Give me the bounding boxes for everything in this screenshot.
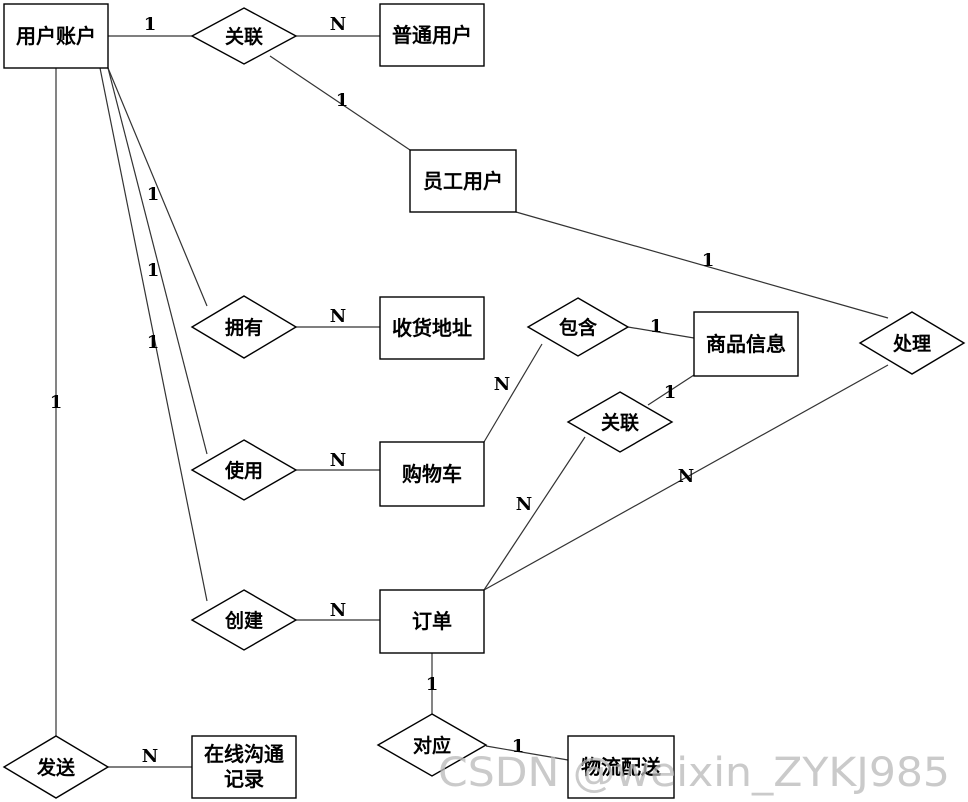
- edge-order-associate: [483, 436, 586, 591]
- relationship-associate-mid: 关联: [566, 391, 674, 453]
- card-order-associate: N: [516, 494, 532, 515]
- relationship-use-label: 使用: [224, 460, 263, 482]
- relationship-associate-top: 关联: [190, 7, 298, 65]
- entity-shipping-address: 收货地址: [379, 296, 485, 360]
- card-order-correspond: 1: [426, 674, 439, 695]
- relationship-send: 发送: [2, 735, 110, 799]
- entity-shipping-address-label: 收货地址: [392, 316, 472, 340]
- card-account-create: 1: [147, 332, 160, 353]
- relationship-associate-top-label: 关联: [225, 25, 263, 48]
- card-account-associate: 1: [144, 14, 157, 35]
- entity-order-label: 订单: [412, 609, 452, 633]
- edge-order-handle: [483, 364, 889, 591]
- edge-account-own: [107, 67, 208, 307]
- entity-regular-user-label: 普通用户: [392, 23, 472, 47]
- card-cart-contain: N: [494, 374, 510, 395]
- cardinality-labels: 1 N 1 1 1 1 1 1 N 1 N 1 N N N N 1 1 N: [50, 14, 715, 767]
- entity-cart: 购物车: [379, 441, 485, 507]
- relationship-send-label: 发送: [36, 756, 76, 779]
- connections: [55, 35, 889, 768]
- watermark-text: CSDN @weixin_ZYKJ985: [438, 750, 950, 796]
- relationship-associate-mid-label: 关联: [601, 411, 639, 434]
- relationship-own-label: 拥有: [225, 316, 263, 339]
- card-account-use: 1: [147, 260, 160, 281]
- card-contain-product: 1: [650, 316, 663, 337]
- card-staff-handle: 1: [702, 250, 715, 271]
- card-create-order: N: [330, 600, 346, 621]
- relationship-correspond: 对应: [376, 713, 488, 777]
- card-associate-regular: N: [330, 14, 346, 35]
- entity-regular-user: 普通用户: [379, 3, 485, 67]
- entity-staff-user-label: 员工用户: [423, 169, 503, 193]
- entity-logistics: 物流配送: [567, 735, 675, 799]
- relationship-handle-label: 处理: [892, 332, 931, 355]
- relationship-use: 使用: [190, 439, 298, 501]
- edge-staff-handle: [515, 211, 889, 319]
- card-own-address: N: [330, 306, 346, 327]
- edge-account-use: [107, 67, 208, 455]
- card-product-associate: 1: [664, 382, 677, 403]
- entity-user-account-label: 用户账户: [16, 24, 96, 48]
- relationship-create: 创建: [190, 589, 298, 651]
- edge-correspond-logistics: [485, 745, 569, 761]
- entity-product-info: 商品信息: [693, 311, 799, 377]
- relationship-create-label: 创建: [224, 609, 263, 632]
- relationship-handle: 处理: [858, 311, 966, 375]
- entity-chat-record-label-line1: 在线沟通: [204, 742, 284, 766]
- card-handle-order: N: [678, 466, 694, 487]
- entity-chat-record: 在线沟通 记录: [191, 735, 297, 799]
- relationship-contain: 包含: [526, 297, 630, 357]
- edge-account-create: [99, 67, 208, 602]
- entity-cart-label: 购物车: [402, 462, 462, 486]
- entity-staff-user: 员工用户: [409, 149, 517, 213]
- entity-order: 订单: [379, 589, 485, 654]
- edge-associate-product: [647, 374, 695, 406]
- entity-chat-record-label-line2: 记录: [224, 767, 264, 791]
- relationship-correspond-label: 对应: [413, 734, 451, 757]
- card-correspond-logistics: 1: [512, 736, 525, 757]
- entity-logistics-label: 物流配送: [581, 755, 662, 779]
- card-use-cart: N: [330, 450, 346, 471]
- entity-product-info-label: 商品信息: [706, 332, 786, 356]
- card-send-chat: N: [142, 746, 158, 767]
- edge-contain-product: [627, 326, 695, 339]
- entity-user-account: 用户账户: [3, 3, 109, 69]
- card-account-send: 1: [50, 392, 63, 413]
- edge-associate-staff: [269, 55, 411, 151]
- relationship-contain-label: 包含: [559, 316, 598, 339]
- card-associate-staff: 1: [336, 90, 349, 111]
- edge-cart-contain: [483, 343, 543, 443]
- relationship-own: 拥有: [190, 295, 298, 359]
- card-account-own: 1: [147, 184, 160, 205]
